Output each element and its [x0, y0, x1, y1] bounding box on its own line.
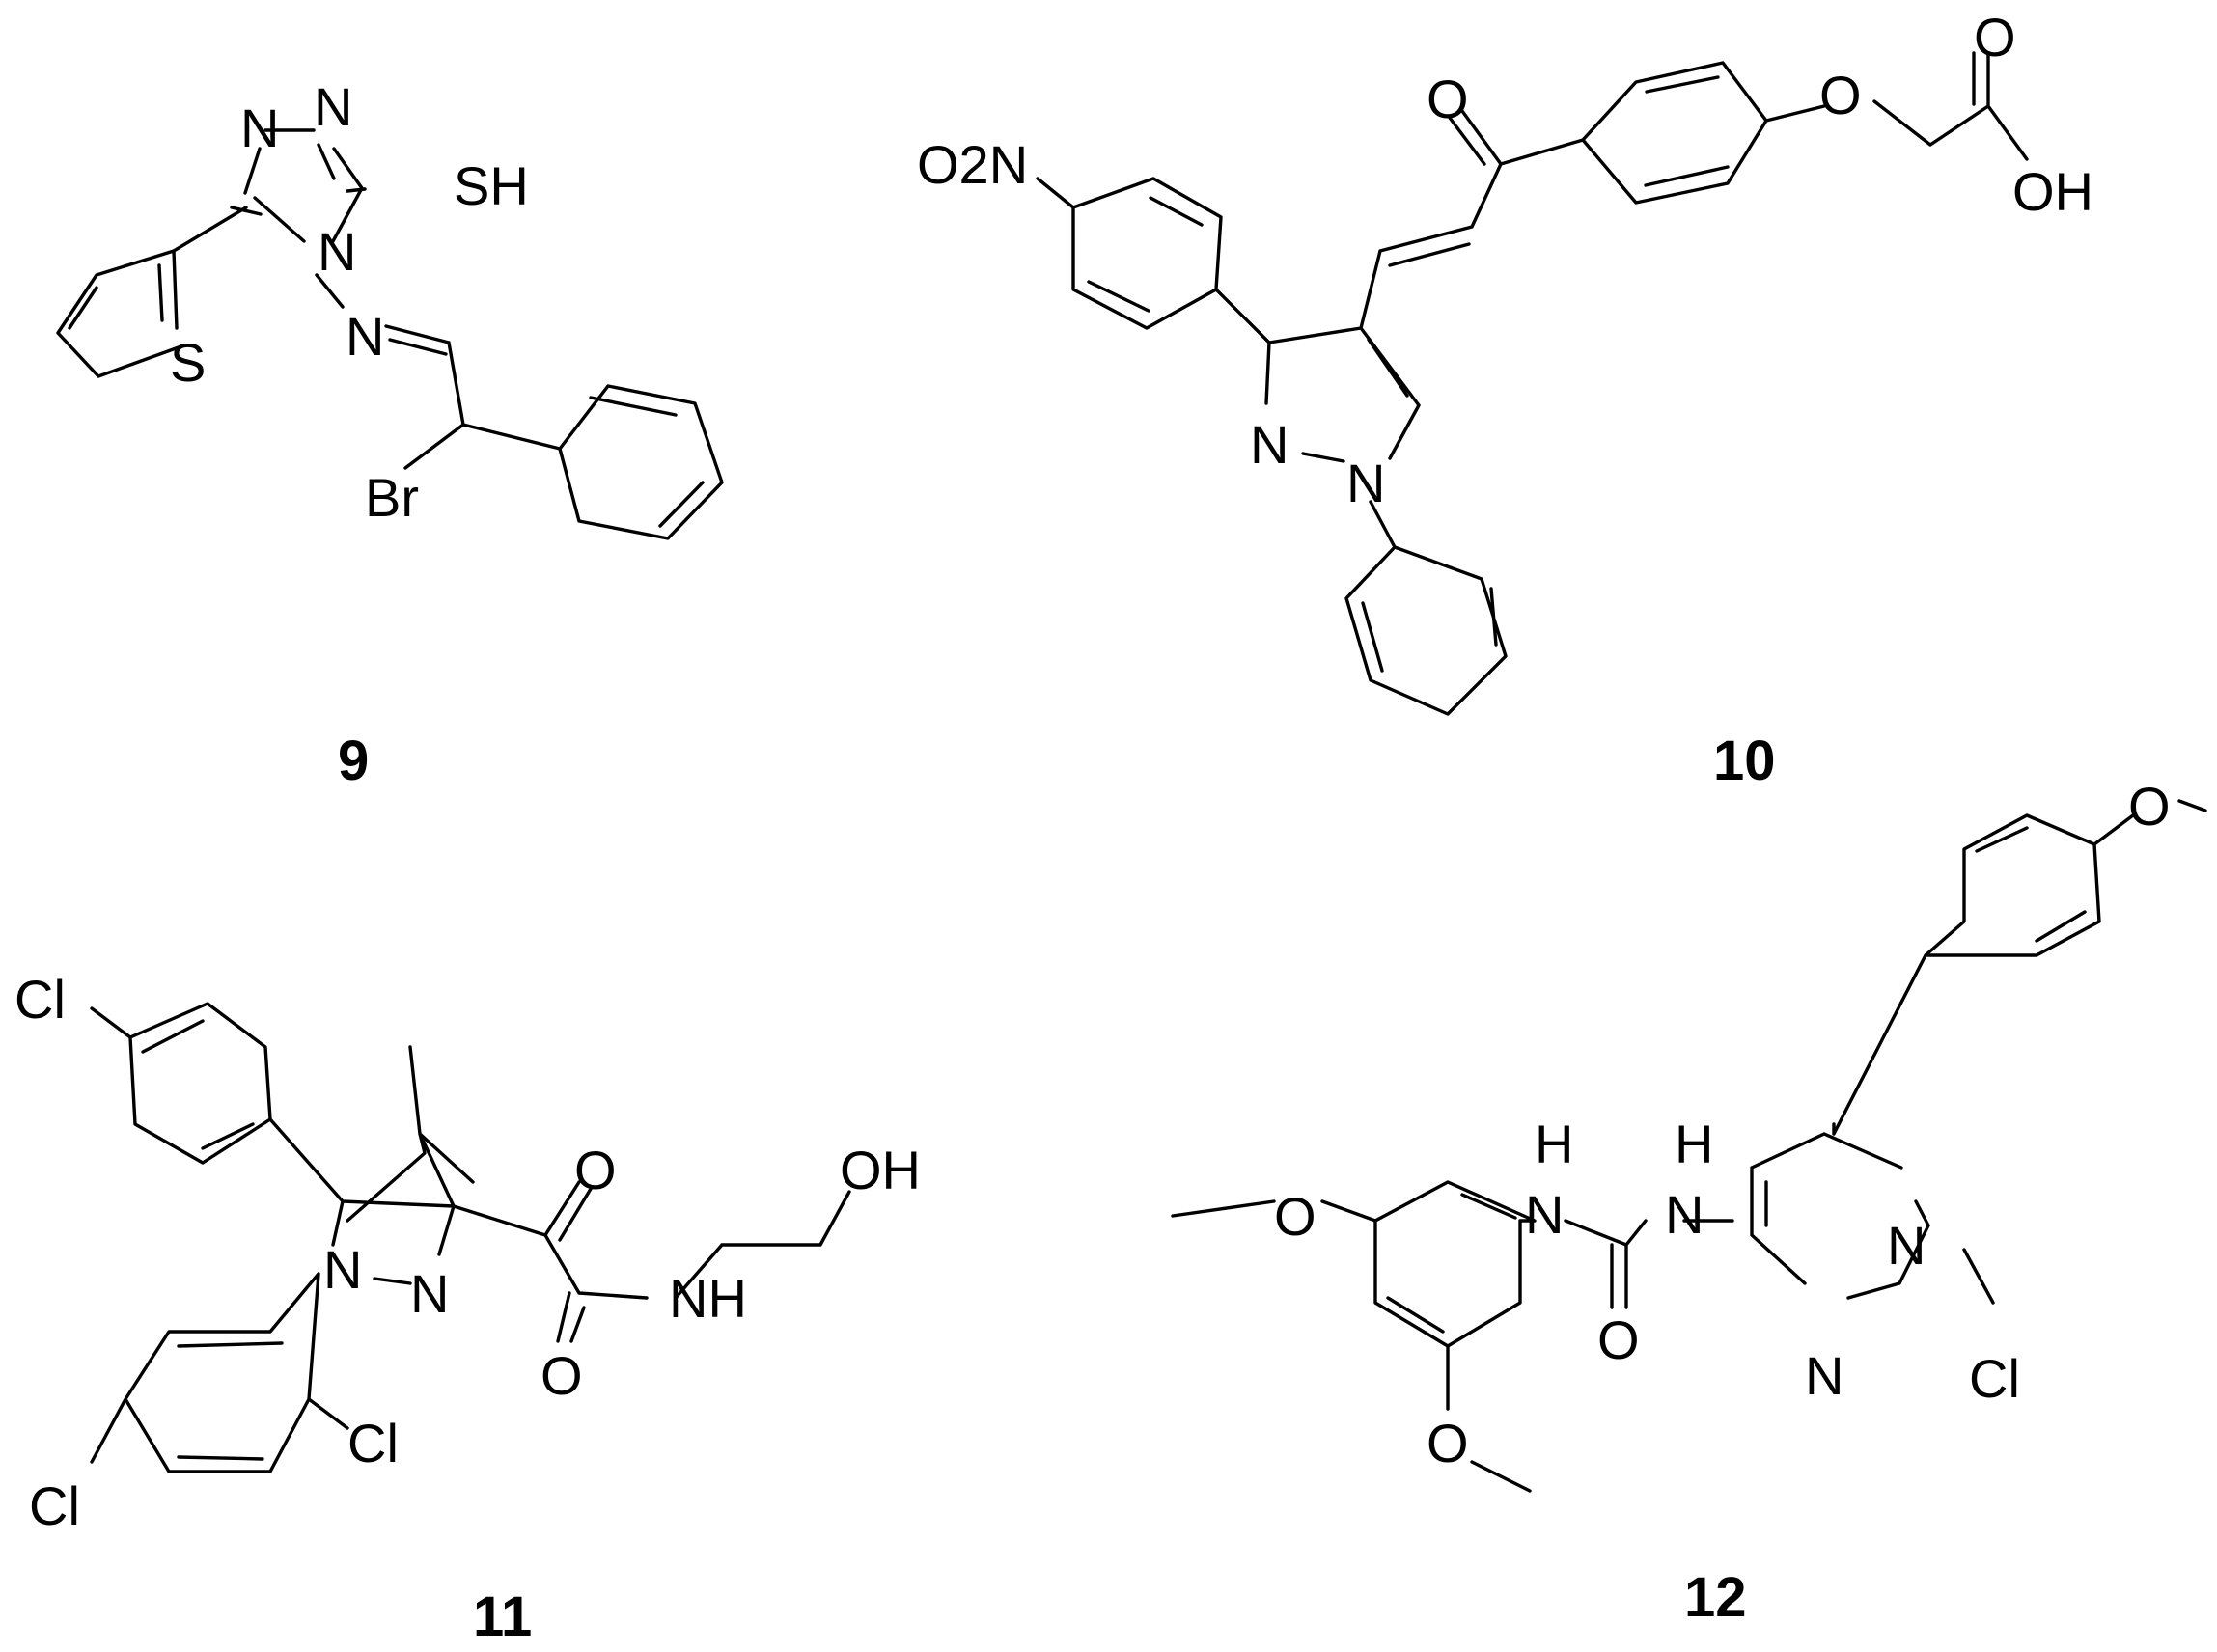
atom-h1: H	[1535, 1114, 1573, 1174]
atom-o-top: O	[2128, 776, 2171, 837]
atom-br: Br	[365, 467, 419, 528]
atom-n2: N	[410, 1263, 449, 1324]
atom-o-bottom: O	[1427, 1413, 1469, 1473]
compound-label: 12	[1684, 1566, 1747, 1629]
atom-nh2: N	[1665, 1184, 1704, 1245]
atom-n1: N	[323, 1239, 362, 1300]
atom-o-acid: O	[1974, 7, 2016, 68]
compound-9-bonds	[56, 128, 724, 540]
compound-12-bonds	[1171, 799, 2207, 1493]
atom-cl-para: Cl	[29, 1475, 80, 1536]
compound-label: 10	[1713, 730, 1776, 792]
atom-cl-top: Cl	[14, 969, 66, 1030]
atom-o-ether: O	[1819, 65, 1862, 125]
atom-o-left: O	[1274, 1186, 1316, 1247]
compound-11: Cl O OH N N O NH Cl Cl 11	[14, 969, 921, 1648]
atom-o2: O	[540, 1345, 583, 1406]
atom-nitro: O2N	[917, 134, 1028, 195]
compound-9: N N SH N N S Br 9	[56, 76, 724, 792]
compound-10: O2N O O O OH N N 10	[917, 7, 2093, 792]
compound-label: 11	[473, 1585, 532, 1648]
atom-sh: SH	[454, 155, 529, 216]
atom-n4: N	[318, 221, 356, 282]
atom-cl: Cl	[1969, 1348, 2020, 1409]
atom-n-py1: N	[1250, 414, 1289, 475]
atom-n-pym2: N	[1805, 1345, 1843, 1406]
atom-o-keto: O	[1427, 69, 1469, 129]
atom-n-py2: N	[1346, 453, 1385, 513]
atom-oh: OH	[2012, 161, 2093, 222]
compound-10-bonds	[1036, 51, 2029, 716]
atom-nh1: N	[1525, 1184, 1564, 1245]
atom-o-urea: O	[1597, 1309, 1640, 1370]
atom-o1: O	[574, 1140, 617, 1200]
atom-nh: NH	[669, 1268, 747, 1329]
atom-n2: N	[314, 76, 352, 137]
compound-11-bonds	[90, 1002, 851, 1473]
atom-n1: N	[240, 97, 279, 158]
atom-h2: H	[1675, 1114, 1713, 1174]
compound-12: O H H O N N N O N Cl O 12	[1171, 776, 2207, 1629]
atom-s: S	[170, 332, 206, 393]
atom-oh: OH	[840, 1140, 921, 1200]
compound-label: 9	[338, 730, 369, 792]
atom-n-pym1: N	[1887, 1215, 1926, 1276]
atom-n5: N	[346, 306, 384, 367]
atom-cl-ortho: Cl	[347, 1413, 399, 1473]
